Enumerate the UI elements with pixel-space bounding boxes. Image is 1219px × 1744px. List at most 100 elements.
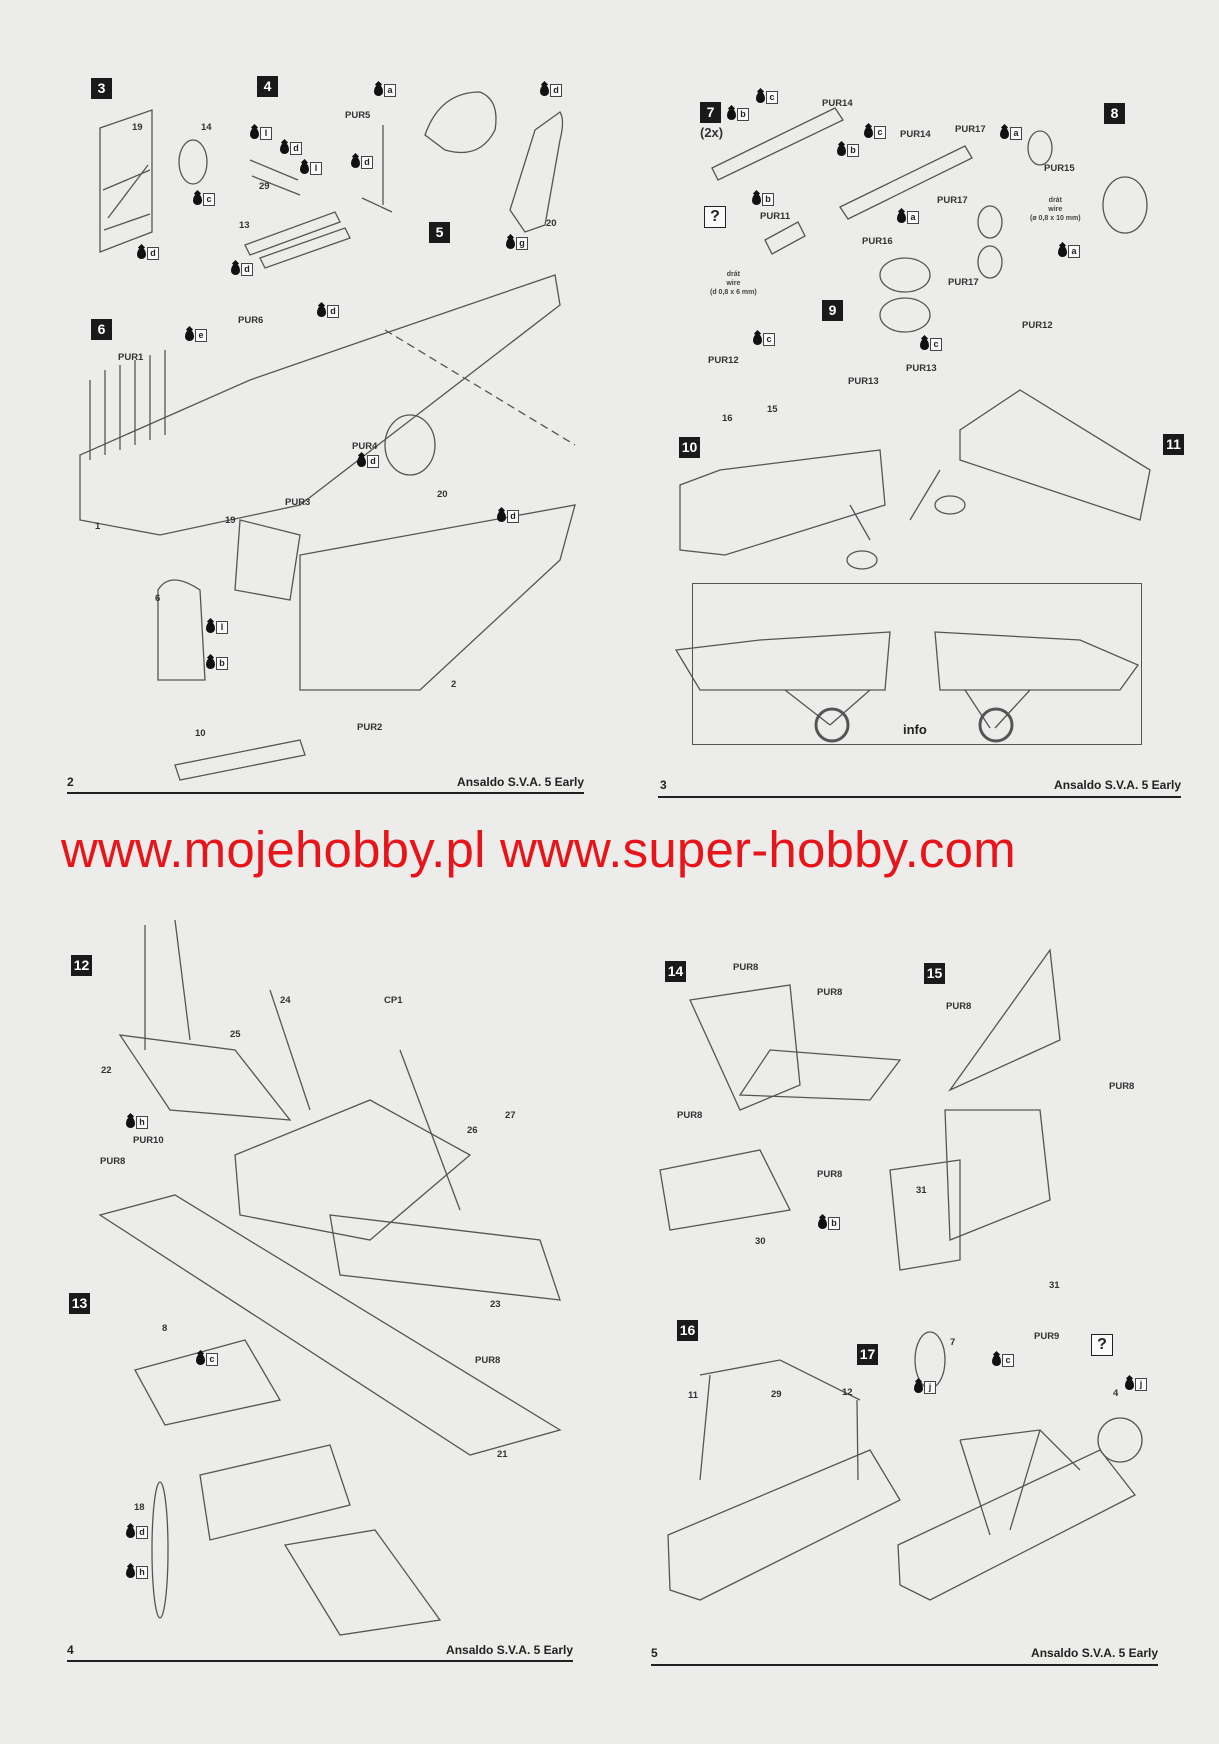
part-label: 29 <box>259 181 270 192</box>
part-label: 16 <box>722 413 733 424</box>
part-label: 31 <box>1049 1280 1060 1291</box>
part-label: PUR8 <box>677 1110 703 1121</box>
paint-drop-icon <box>126 1117 135 1128</box>
part-label: 6 <box>155 593 161 604</box>
paint-code: a <box>384 84 396 97</box>
paint-drop-icon <box>351 157 360 168</box>
step-number-badge: 12 <box>71 955 92 976</box>
paint-drop-icon <box>727 109 736 120</box>
paint-code-marker: e <box>185 329 207 342</box>
paint-code-marker: d <box>317 305 339 318</box>
footer-rule <box>658 796 1181 798</box>
part-label: PUR17 <box>948 277 979 288</box>
step-number-badge: 4 <box>257 76 278 97</box>
paint-code: j <box>1135 1378 1147 1391</box>
paint-code: b <box>216 657 228 670</box>
paint-code-marker: b <box>818 1217 840 1230</box>
part-label: PUR8 <box>733 962 759 973</box>
paint-code-marker: h <box>126 1566 148 1579</box>
paint-code: c <box>766 91 778 104</box>
part-label: CP1 <box>384 995 403 1006</box>
paint-drop-icon <box>280 143 289 154</box>
paint-code-marker: d <box>137 247 159 260</box>
part-label: 14 <box>201 122 212 133</box>
paint-code: c <box>763 333 775 346</box>
fuselage-interior-drawing <box>79 274 576 781</box>
part-label: PUR12 <box>708 355 739 366</box>
step-number-badge: 15 <box>924 963 945 984</box>
paint-code: c <box>874 126 886 139</box>
part-label: PUR17 <box>955 124 986 135</box>
paint-drop-icon <box>753 334 762 345</box>
step7-quantity: (2x) <box>700 125 724 140</box>
paint-drop-icon <box>864 127 873 138</box>
part-label: PUR14 <box>900 129 931 140</box>
step-number-badge: 17 <box>857 1344 878 1365</box>
paint-code: c <box>203 193 215 206</box>
paint-drop-icon <box>374 85 383 96</box>
part-label: PUR2 <box>357 722 383 733</box>
part-label: 23 <box>490 1299 501 1310</box>
step-number-badge: 11 <box>1163 434 1184 455</box>
paint-code-marker: g <box>506 237 528 250</box>
paint-code: l <box>310 162 322 175</box>
paint-code-marker: d <box>231 263 253 276</box>
paint-code-marker: c <box>992 1354 1014 1367</box>
step-number-badge: 10 <box>679 437 700 458</box>
part-label: PUR13 <box>848 376 879 387</box>
paint-code-marker: a <box>897 211 919 224</box>
paint-code: c <box>1002 1354 1014 1367</box>
paint-code: d <box>550 84 562 97</box>
part-label: PUR1 <box>118 352 144 363</box>
paint-code: g <box>516 237 528 250</box>
part-label: PUR16 <box>862 236 893 247</box>
part-label: 10 <box>195 728 206 739</box>
part-label: PUR11 <box>760 211 791 222</box>
paint-code: d <box>147 247 159 260</box>
paint-code: d <box>507 510 519 523</box>
paint-code: b <box>847 144 859 157</box>
paint-code-marker: a <box>374 84 396 97</box>
paint-code: b <box>828 1217 840 1230</box>
part-label: 31 <box>916 1185 927 1196</box>
paint-drop-icon <box>540 85 549 96</box>
page-number: 2 <box>67 775 74 789</box>
paint-code-marker: d <box>497 510 519 523</box>
tail-assembly-drawing <box>659 948 1061 1271</box>
paint-code-marker: c <box>864 126 886 139</box>
step-number-badge: 14 <box>665 961 686 982</box>
page-title: Ansaldo S.V.A. 5 Early <box>457 775 584 789</box>
paint-drop-icon <box>506 238 515 249</box>
part-label: 7 <box>950 1337 956 1348</box>
paint-code-marker: c <box>756 91 778 104</box>
part-label: 12 <box>842 1387 853 1398</box>
part-label: 13 <box>239 220 250 231</box>
gun-drawings <box>711 107 1148 333</box>
part-label: 18 <box>134 1502 145 1513</box>
part-label: PUR13 <box>906 363 937 374</box>
part-label: 22 <box>101 1065 112 1076</box>
watermark-urls: www.mojehobby.pl www.super-hobby.com <box>61 821 1016 878</box>
landing-gear-info-drawing <box>674 631 1140 743</box>
part-label: 19 <box>225 515 236 526</box>
undercarriage-drawing <box>667 1331 1143 1601</box>
paint-drop-icon <box>231 264 240 275</box>
question-mark-box: ? <box>704 206 726 228</box>
paint-code-marker: c <box>920 338 942 351</box>
paint-drop-icon <box>497 511 506 522</box>
paint-code-marker: c <box>196 1353 218 1366</box>
paint-code-marker: l <box>206 621 228 634</box>
part-label: 20 <box>546 218 557 229</box>
seat-drawing <box>424 91 564 233</box>
paint-code-marker: a <box>1058 245 1080 258</box>
paint-drop-icon <box>126 1567 135 1578</box>
part-label: 1 <box>95 521 101 532</box>
paint-code-marker: h <box>126 1116 148 1129</box>
step-number-badge: 5 <box>429 222 450 243</box>
part-label: PUR12 <box>1022 320 1053 331</box>
wings-assembly-drawing <box>98 919 562 1636</box>
part-label: PUR8 <box>817 1169 843 1180</box>
